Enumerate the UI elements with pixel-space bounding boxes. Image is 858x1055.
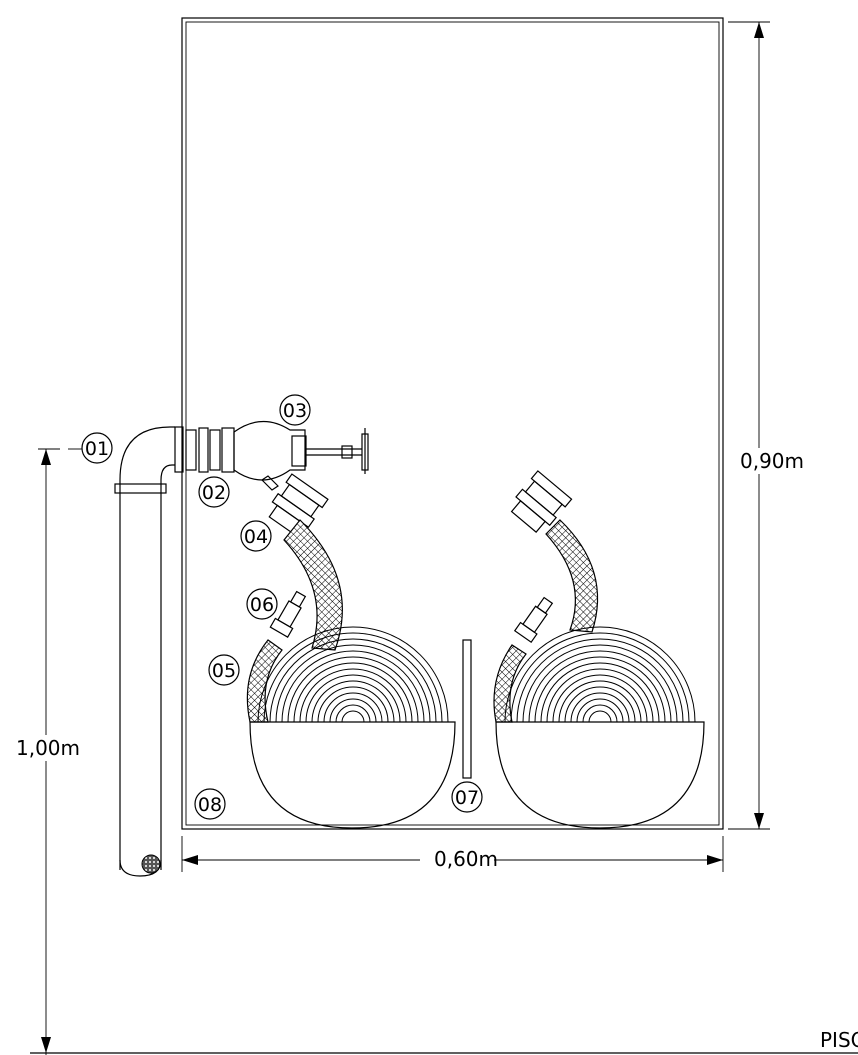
hose-coil-turn [588,710,612,723]
dimension-total-height: 1,00m [14,448,84,1055]
floor: PISO [30,1028,858,1054]
hose-coil-turn [528,650,672,723]
divider-plate [462,639,472,779]
hose-coil-turn [516,638,684,723]
hose-coil-turn [287,656,419,723]
hose-coil-turn [522,644,678,723]
hose-coil-turn [540,662,660,723]
svg-text:01: 01 [85,438,109,460]
hose-coil-turn [335,704,371,723]
supply-pipe [114,426,175,877]
label-08: 08 [194,788,226,820]
svg-text:02: 02 [202,482,226,504]
pipe-coupling [174,426,235,473]
hose-coil-turn [582,704,618,723]
hose-coil-turn [281,650,425,723]
hose-coil-turn [275,644,431,723]
hose-coil-turn [263,632,443,723]
hose-coil-turn [552,674,648,723]
hose-coil-turn [504,626,696,723]
hose-coil-turn [293,662,413,723]
svg-text:PISO: PISO [820,1028,858,1052]
label-02: 02 [198,476,230,508]
hose-coil-turn [558,680,642,723]
globe-valve [233,420,369,491]
left-hose-reel [249,626,456,829]
hose-coil-turn [323,692,383,723]
svg-text:08: 08 [198,794,222,816]
svg-text:04: 04 [244,526,268,548]
hose-coil-turn [576,698,624,723]
hose-coil-turn [311,680,395,723]
hose-coil-turn [341,710,365,723]
label-07: 07 [451,781,483,813]
right-nozzle [513,596,554,644]
hose-coil-turn [257,626,449,723]
svg-text:03: 03 [283,400,307,422]
hose-coil-turn [546,668,654,723]
hose-coil-turn [299,668,407,723]
right-hose [545,519,599,633]
right-hose-reel [495,626,705,829]
hose-coil-turn [510,632,690,723]
svg-text:0,60m: 0,60m [434,847,498,871]
left-nozzle [269,590,307,638]
hose-coil-turn [570,692,630,723]
label-03: 03 [279,394,311,426]
right-hose-connector [510,470,573,533]
label-05: 05 [208,654,240,686]
svg-text:06: 06 [250,594,274,616]
hose-coil-turn [534,656,666,723]
svg-text:0,90m: 0,90m [740,449,804,473]
label-01: 01 [68,432,113,464]
svg-text:1,00m: 1,00m [16,736,80,760]
label-06: 06 [246,588,278,620]
svg-text:07: 07 [455,787,479,809]
cabinet-box [181,17,724,830]
svg-text:05: 05 [212,660,236,682]
hose-coil-turn [317,686,389,723]
dimension-cabinet-height: 0,90m [728,21,810,830]
left-hose [283,519,343,651]
hose-coil-turn [305,674,401,723]
hose-coil-turn [564,686,636,723]
label-04: 04 [240,520,272,552]
dimension-cabinet-width: 0,60m [181,836,724,872]
right-short-hose [493,644,527,723]
hose-coil-turn [329,698,377,723]
hose-coil-turn [269,638,437,723]
